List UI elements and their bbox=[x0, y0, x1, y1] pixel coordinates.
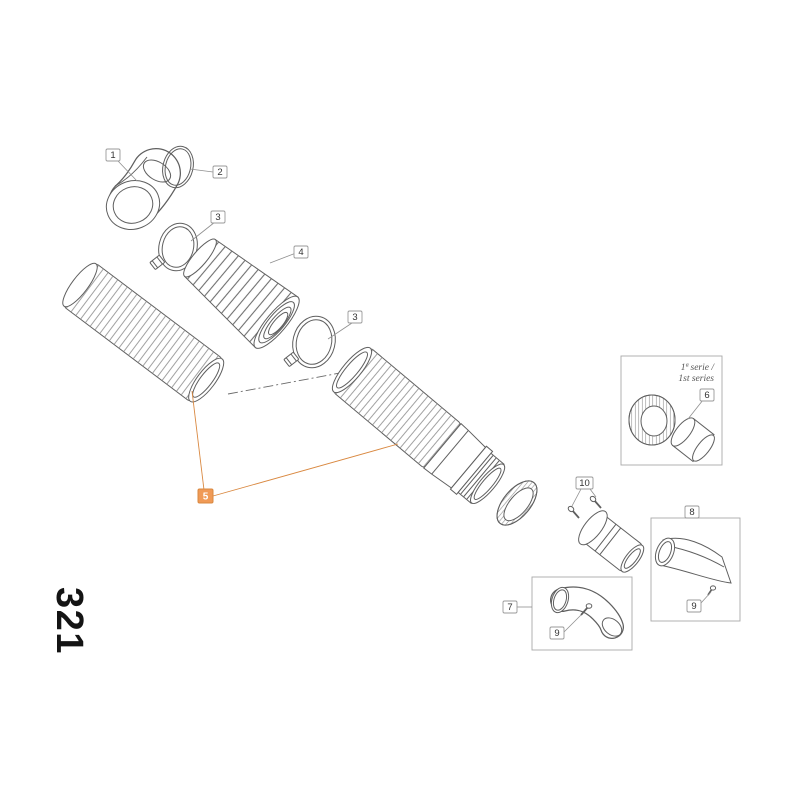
part-lock-collar bbox=[496, 480, 538, 526]
series-note-line2: 1st series bbox=[678, 374, 714, 384]
series-note-line1: 1ª serie / bbox=[681, 363, 716, 373]
callout-2[interactable]: 2 bbox=[212, 165, 228, 179]
svg-text:6: 6 bbox=[704, 390, 709, 401]
svg-text:5: 5 bbox=[203, 492, 209, 503]
screw-a bbox=[567, 505, 580, 519]
callout-10[interactable]: 10 bbox=[575, 476, 594, 490]
svg-text:1: 1 bbox=[110, 150, 115, 161]
callout-6[interactable]: 6 bbox=[699, 388, 715, 402]
svg-text:2: 2 bbox=[217, 167, 222, 178]
callout-1[interactable]: 1 bbox=[105, 148, 121, 162]
part-blower-tube-right bbox=[331, 346, 506, 505]
svg-text:8: 8 bbox=[689, 507, 694, 518]
part-hose-clamp-lower bbox=[283, 315, 336, 369]
page-number: 321 bbox=[48, 587, 90, 655]
svg-text:4: 4 bbox=[298, 247, 303, 258]
part-adapter-fitting bbox=[578, 510, 645, 573]
svg-text:3: 3 bbox=[215, 212, 220, 223]
screw-b bbox=[589, 495, 602, 509]
svg-text:9: 9 bbox=[691, 601, 696, 612]
svg-text:7: 7 bbox=[507, 602, 512, 613]
callout-8[interactable]: 8 bbox=[684, 505, 700, 519]
callout-3-upper[interactable]: 3 bbox=[210, 210, 226, 224]
part-elbow-tube bbox=[105, 148, 181, 230]
svg-text:3: 3 bbox=[352, 312, 357, 323]
part-blower-tube-left bbox=[62, 262, 225, 403]
part-flat-nozzle bbox=[654, 537, 732, 596]
callout-5-highlighted[interactable]: 5 bbox=[197, 488, 214, 504]
part-coupling-first-series bbox=[628, 394, 715, 463]
callout-9-box8[interactable]: 9 bbox=[686, 599, 702, 613]
callout-9-box7[interactable]: 9 bbox=[549, 626, 565, 640]
inset-box-7 bbox=[531, 576, 633, 651]
svg-text:10: 10 bbox=[579, 478, 590, 489]
part-seal-ring bbox=[162, 145, 194, 189]
leader-lines bbox=[117, 160, 712, 633]
callout-3-lower[interactable]: 3 bbox=[347, 310, 363, 324]
part-bellows-hose bbox=[178, 232, 300, 349]
callout-4[interactable]: 4 bbox=[293, 245, 309, 259]
inset-box-6 bbox=[620, 355, 723, 466]
part-elbow-nozzle bbox=[550, 586, 624, 639]
callout-7[interactable]: 7 bbox=[502, 600, 518, 614]
centerline-dash bbox=[227, 372, 341, 395]
svg-text:9: 9 bbox=[554, 628, 559, 639]
